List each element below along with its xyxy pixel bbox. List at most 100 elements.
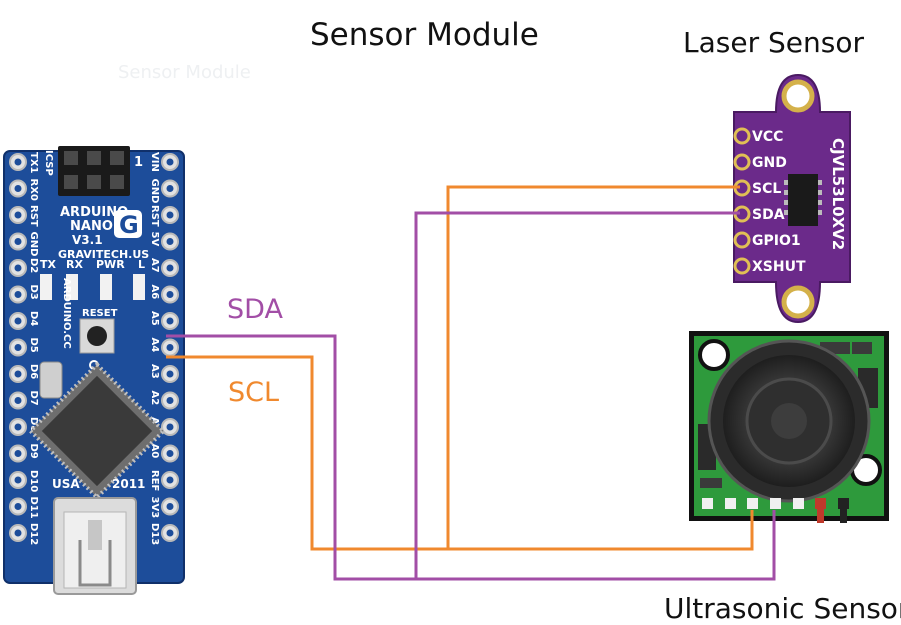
- pin-right-gnd: GND: [149, 179, 179, 204]
- pin-label-left-3: GND: [28, 232, 39, 257]
- pin-label-right-2: RST: [149, 205, 160, 227]
- sensor-module-title: Sensor Module: [310, 17, 539, 53]
- pin-left-rx0: RX0: [9, 179, 39, 201]
- pin-left-d10: D10: [9, 470, 39, 492]
- pin-label-left-2: RST: [28, 205, 39, 227]
- pin-label-right-0: VIN: [149, 152, 160, 172]
- pin-left-tx1: TX1: [9, 152, 39, 174]
- pin-right-d13: D13: [149, 523, 179, 545]
- gravitech-logo-icon: G: [114, 210, 142, 239]
- pin-right-a2: A2: [149, 391, 179, 410]
- laser-pin-label-4: GPIO1: [752, 233, 801, 249]
- pin-label-left-13: D11: [28, 497, 39, 519]
- sda-label: SDA: [227, 294, 283, 325]
- pin-right-a3: A3: [149, 364, 179, 383]
- led-label-pwr: PWR: [96, 258, 125, 271]
- ultrasonic-pin-row: [702, 498, 849, 523]
- mount-hole-top: [781, 79, 815, 113]
- pin-label-left-14: D12: [28, 523, 39, 545]
- icsp-header: ICSP 1: [43, 146, 143, 196]
- pin-left-d5: D5: [9, 338, 39, 357]
- crystal: [39, 361, 63, 399]
- board-url: ARDUINO.CC: [61, 278, 72, 349]
- pin-right-rst: RST: [149, 205, 179, 227]
- board-version: V3.1: [72, 233, 103, 247]
- laser-model: CJVL53L0XV2: [829, 138, 847, 250]
- laser-pin-sda: SDA: [733, 205, 785, 223]
- pin-left-d8: D8: [9, 417, 39, 436]
- reset-label: RESET: [82, 308, 118, 319]
- board-origin: USA: [52, 477, 80, 491]
- pin-label-right-8: A3: [149, 364, 160, 379]
- mount-hole-tl: [698, 339, 730, 371]
- pin-label-right-13: 3V3: [149, 497, 160, 519]
- pin-label-left-1: RX0: [28, 179, 39, 201]
- icsp-label: ICSP: [43, 150, 54, 176]
- pin-label-left-4: D2: [28, 258, 39, 273]
- pin-label-left-5: D3: [28, 285, 39, 300]
- laser-pin-scl: SCL: [733, 179, 781, 197]
- pin-label-right-5: A6: [149, 285, 160, 300]
- pin-right-vin: VIN: [149, 152, 179, 172]
- pin-label-right-9: A2: [149, 391, 160, 406]
- pin-label-right-6: A5: [149, 311, 160, 326]
- pin-label-left-7: D5: [28, 338, 39, 353]
- laser-pin-label-0: VCC: [752, 129, 783, 145]
- pin-label-right-1: GND: [149, 179, 160, 204]
- ultrasonic-sensor-title: Ultrasonic Sensor: [664, 592, 901, 625]
- pin-label-right-12: REF: [149, 470, 160, 491]
- pin-right-5v: 5V: [149, 232, 179, 251]
- pin-label-right-4: A7: [149, 258, 160, 273]
- laser-sensor-title: Laser Sensor: [683, 26, 864, 59]
- pin-label-right-7: A4: [149, 338, 160, 353]
- pin-left-d4: D4: [9, 311, 39, 330]
- pin-left-d12: D12: [9, 523, 39, 545]
- pin-right-a6: A6: [149, 285, 179, 304]
- scl-label: SCL: [228, 377, 279, 408]
- laser-pin-label-5: XSHUT: [752, 259, 806, 275]
- laser-chip: [784, 174, 822, 226]
- board-name-line2: NANO: [70, 219, 113, 234]
- arduino-nano-board: ICSP 1 TX1RX0RSTGNDD2D3D4D5D6D7D8D9D10D1…: [3, 146, 185, 595]
- svg-text:G: G: [119, 211, 139, 239]
- sda-wire: [166, 211, 776, 581]
- status-leds: [40, 274, 145, 300]
- mini-usb-connector: [53, 497, 137, 595]
- pin1-label: 1: [134, 155, 143, 170]
- pin-left-d7: D7: [9, 391, 39, 410]
- led-label-l: L: [138, 258, 145, 271]
- pin-right-a0: A0: [149, 444, 179, 463]
- led-label-rx: RX: [66, 258, 83, 271]
- reset-button[interactable]: RESET: [79, 308, 118, 354]
- board-year: 2011: [112, 477, 145, 491]
- pin-left-d9: D9: [9, 444, 39, 463]
- faint-module-title: Sensor Module: [118, 62, 251, 83]
- board-site: GRAVITECH.US: [58, 248, 149, 261]
- laser-pin-gnd: GND: [733, 153, 787, 171]
- pin-right-ref: REF: [149, 470, 179, 491]
- pin-left-d3: D3: [9, 285, 39, 304]
- pin-label-right-14: D13: [149, 523, 160, 545]
- right-pin-header: VINGNDRST5VA7A6A5A4A3A2A1A0REF3V3D13: [149, 152, 179, 545]
- laser-pin-gpio1: GPIO1: [733, 231, 801, 249]
- pin-label-right-11: A0: [149, 444, 160, 459]
- pin-left-d2: D2: [9, 258, 39, 277]
- pin-label-left-0: TX1: [28, 152, 39, 174]
- pin-right-a7: A7: [149, 258, 179, 277]
- microcontroller-chip: [27, 361, 167, 501]
- laser-pin-label-3: SDA: [752, 207, 785, 223]
- pin-right-a5: A5: [149, 311, 179, 330]
- pin-label-left-11: D9: [28, 444, 39, 459]
- led-label-tx: TX: [40, 258, 57, 271]
- pin-left-gnd: GND: [9, 232, 39, 257]
- mount-hole-bottom: [781, 285, 815, 319]
- pin-label-left-6: D4: [28, 311, 39, 326]
- pin-label-left-10: D8: [28, 417, 39, 432]
- scl-wire: [166, 185, 754, 551]
- pin-left-rst: RST: [9, 205, 39, 227]
- pin-left-d11: D11: [9, 497, 39, 519]
- pin-left-d6: D6: [9, 364, 39, 383]
- pin-label-left-8: D6: [28, 364, 39, 379]
